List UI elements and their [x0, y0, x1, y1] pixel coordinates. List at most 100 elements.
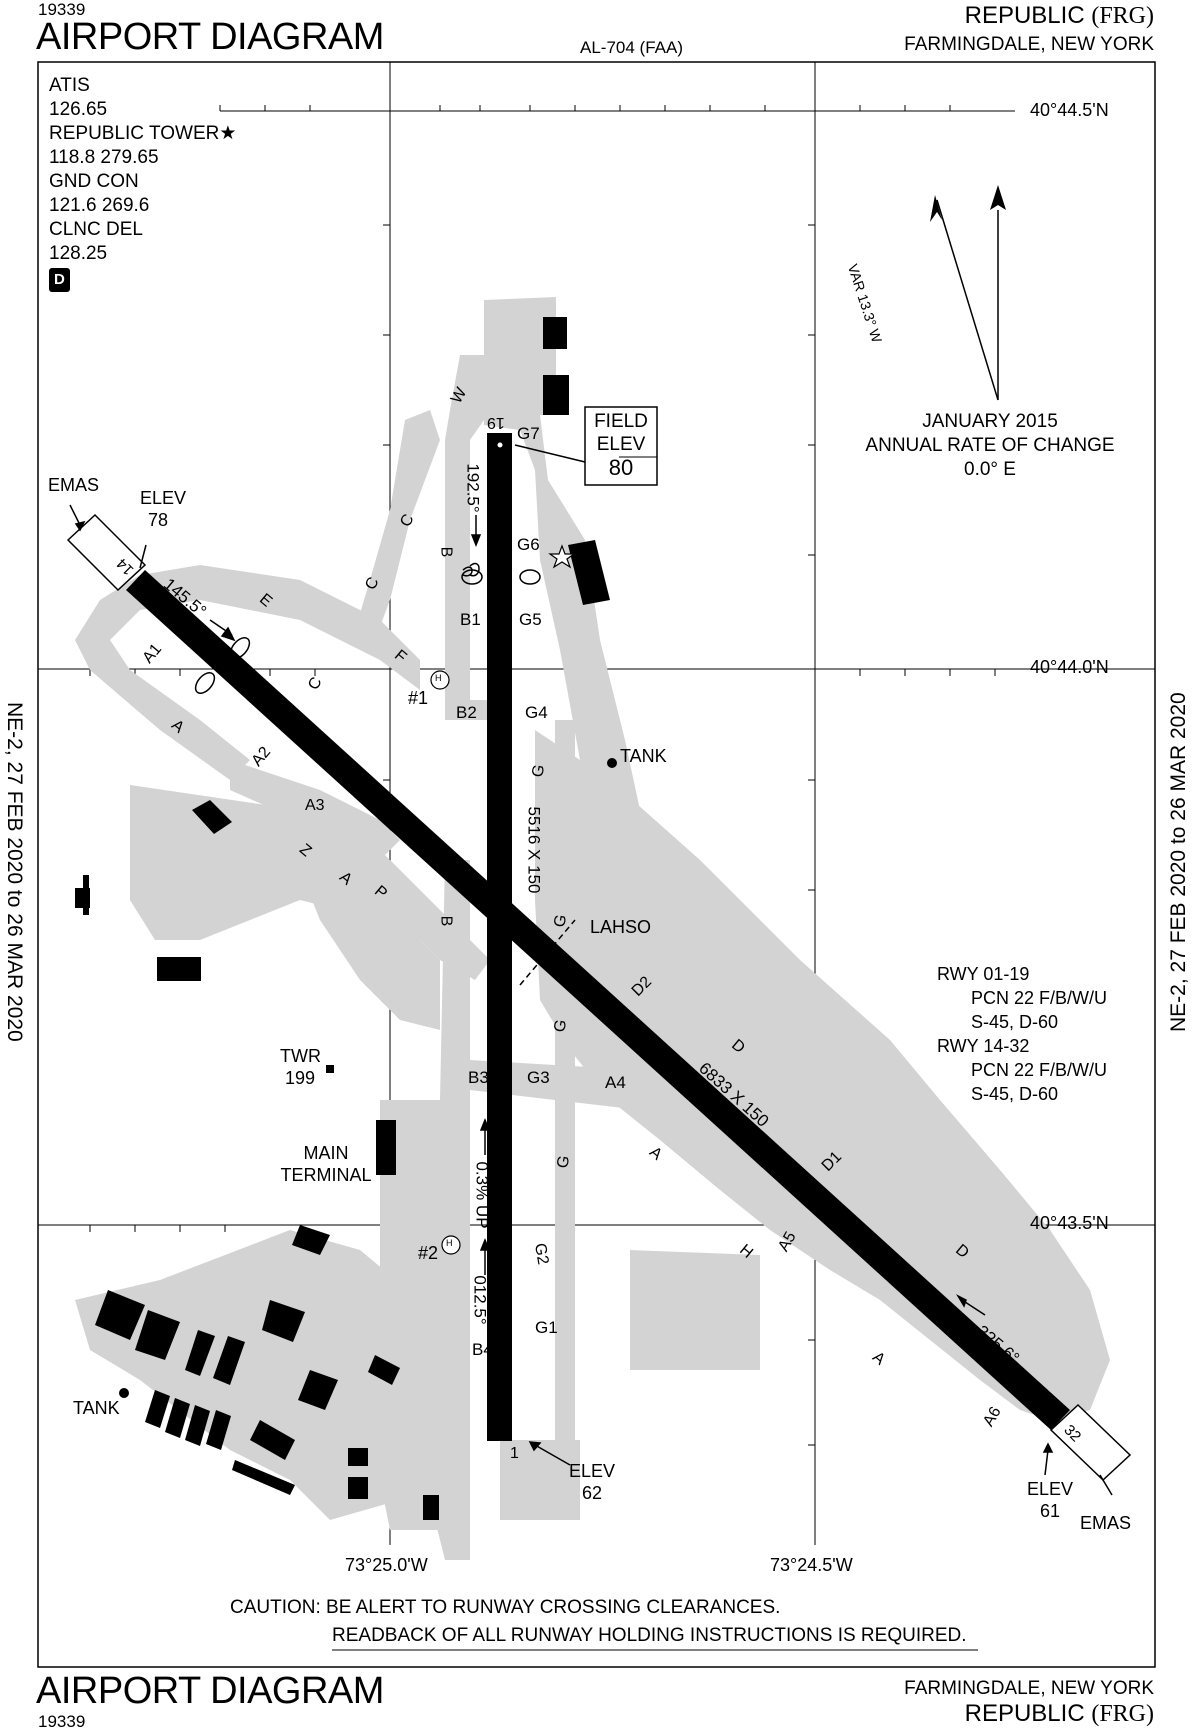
rwy1-label: 1 — [510, 1445, 519, 1462]
taxiway-label: G1 — [535, 1318, 558, 1337]
clnc-label: CLNC DEL — [49, 219, 143, 240]
field-elev-line1: FIELD — [594, 411, 648, 432]
tank-label-south: TANK — [73, 1398, 120, 1418]
helipad-2-icon — [441, 1235, 461, 1255]
markings — [194, 562, 576, 986]
helipad-1-mark: H — [435, 673, 442, 683]
magnetic-date: JANUARY 2015 — [922, 411, 1058, 432]
taxiway-c — [355, 410, 440, 640]
magnetic-north-arrow-icon — [930, 195, 942, 222]
gnd-freq: 121.6 269.6 — [49, 195, 150, 216]
annual-rate-label: ANNUAL RATE OF CHANGE — [865, 435, 1115, 456]
north-apron — [484, 297, 640, 830]
taxiway-label: B2 — [456, 703, 477, 722]
airport-id: (FRG) — [1091, 1701, 1154, 1727]
helipad-1-icon — [430, 670, 450, 690]
lahso-label: LAHSO — [590, 917, 652, 937]
building — [192, 800, 232, 834]
taxiway-label: G3 — [527, 1068, 550, 1087]
building — [368, 1355, 400, 1385]
building — [213, 1336, 245, 1385]
tower-freq: 118.8 279.65 — [49, 147, 159, 168]
main-terminal-label: MAIN TERMINAL — [280, 1142, 372, 1186]
hotspot-ellipse — [519, 569, 541, 585]
taxiway-label: B1 — [460, 610, 481, 629]
taxiway-label: B3 — [468, 1068, 489, 1087]
field-elev-marker — [496, 441, 504, 449]
elev-32-value: 61 — [1039, 1501, 1061, 1521]
building — [95, 1290, 145, 1340]
taxiway-label: G5 — [519, 610, 542, 629]
taxiway-d-apron — [535, 730, 1110, 1420]
taxiway-label: B — [437, 915, 455, 927]
rwy1-pcn: PCN 22 F/B/W/U — [971, 988, 1108, 1008]
beacon-star-icon — [548, 544, 576, 569]
field-elev-value: 80 — [608, 455, 634, 480]
taxiway-a3 — [230, 760, 400, 860]
airport-name: REPUBLIC — [964, 1700, 1085, 1727]
pavement — [75, 297, 1110, 1560]
rwy2-weights: S-45, D-60 — [971, 1084, 1059, 1104]
hotspot-ellipse — [229, 637, 251, 659]
building — [376, 1120, 396, 1175]
rwy2-pcn: PCN 22 F/B/W/U — [971, 1060, 1108, 1080]
building — [206, 1410, 231, 1450]
dims-01-19: 5516 X 150 — [524, 806, 544, 894]
tank-icon — [119, 1388, 129, 1398]
atis-freq: 126.65 — [49, 99, 108, 120]
taxiway-p — [300, 830, 440, 1030]
lat-mid-label: 40°44.0'N — [1030, 657, 1109, 677]
rwy1-name: RWY 01-19 — [937, 964, 1030, 984]
runways — [126, 433, 1070, 1441]
taxiway-b-north — [445, 440, 490, 720]
city-state-bottom: FARMINGDALE, NEW YORK — [904, 1678, 1154, 1699]
gnd-label: GND CON — [49, 171, 139, 192]
elev-32-block: ELEV 61 — [1026, 1478, 1074, 1522]
taxiway-label: A3 — [305, 797, 325, 814]
elev-14-block: ELEV 78 — [140, 487, 186, 531]
building — [157, 957, 201, 981]
diagram-title-bottom: AIRPORT DIAGRAM — [36, 1670, 384, 1712]
taxiway-a4 — [470, 1060, 660, 1110]
tank-icon — [607, 758, 617, 768]
heading-01: 012.5° — [470, 1275, 490, 1325]
chart-frame — [37, 61, 1156, 1668]
rwy1-weights: S-45, D-60 — [971, 1012, 1059, 1032]
tower-icon — [326, 1065, 334, 1073]
lon-right-label: 73°24.5'W — [770, 1555, 853, 1575]
field-elev-line2: ELEV — [596, 434, 646, 455]
helipad-1-label: #1 — [408, 688, 429, 708]
arrows — [69, 444, 1113, 1496]
tower-label-row: REPUBLIC TOWER★ — [49, 122, 236, 146]
building — [292, 1225, 330, 1255]
airport-name-top: REPUBLIC (FRG) — [965, 2, 1154, 30]
magnetic-info: JANUARY 2015 ANNUAL RATE OF CHANGE 0.0° … — [860, 410, 1120, 482]
elev-14-value: 78 — [147, 510, 169, 530]
chart-id: AL-704 (FAA) — [580, 38, 683, 57]
taxiway-a-west — [75, 565, 420, 780]
building — [185, 1405, 210, 1446]
elev-1-block: ELEV 62 — [568, 1460, 616, 1504]
helipad-2-mark: H — [446, 1238, 453, 1248]
twr-label: TWR — [280, 1046, 321, 1066]
emas-14-label: EMAS — [48, 475, 100, 495]
volume-number-top: 19339 — [38, 0, 86, 19]
tank-label-north: TANK — [620, 746, 667, 766]
building — [348, 1477, 368, 1499]
field-elev-box — [584, 406, 658, 486]
airport-id: (FRG) — [1091, 3, 1154, 29]
taxiway-label: A4 — [605, 1073, 626, 1092]
airport-name-bottom: REPUBLIC (FRG) — [965, 1700, 1154, 1728]
lat-bottom-label: 40°43.5'N — [1030, 1213, 1109, 1233]
caution-line-2: READBACK OF ALL RUNWAY HOLDING INSTRUCTI… — [332, 1625, 967, 1646]
buildings — [75, 317, 610, 1520]
runway-slope: 0.3% UP — [472, 1161, 492, 1229]
clnc-freq: 128.25 — [49, 243, 108, 264]
field-elev-text: FIELD ELEV 80 — [585, 410, 657, 479]
building — [298, 1370, 338, 1410]
volume-number-bottom: 19339 — [38, 1712, 86, 1731]
hotspot-ellipse — [461, 569, 483, 585]
lat-top-label: 40°44.5'N — [1030, 100, 1109, 120]
magnetic-variation-arrows — [930, 185, 1006, 401]
